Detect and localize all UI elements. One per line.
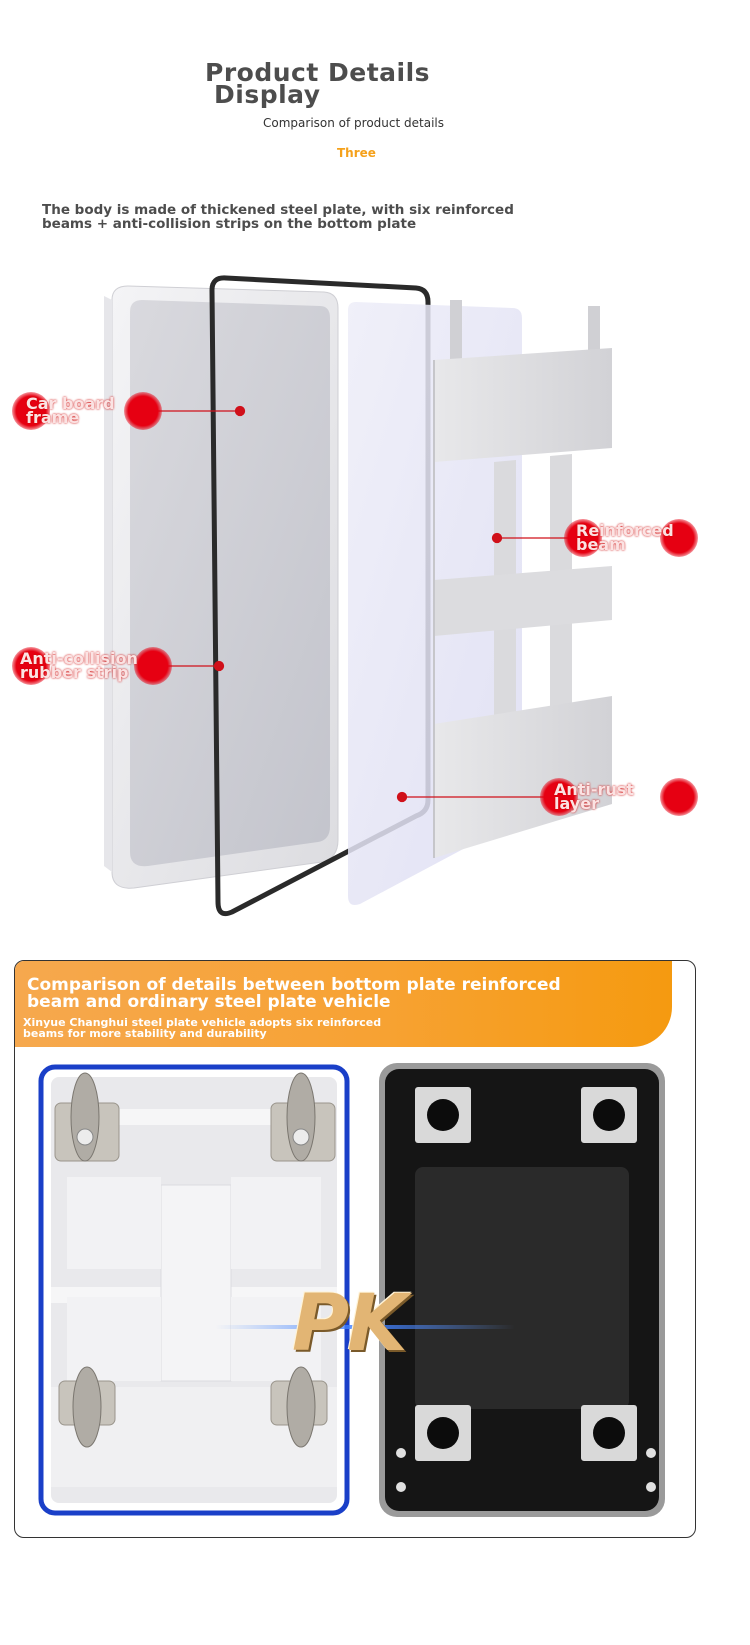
comparison-subtitle: Xinyue Changhui steel plate vehicle adop…	[23, 1016, 382, 1040]
callout-marker-right	[124, 392, 162, 430]
product-description: The body is made of thickened steel plat…	[42, 202, 514, 232]
versus-glow	[215, 1325, 515, 1329]
callout-label: Anti-collision rubber strip	[20, 649, 138, 682]
ordinary-steel-plate-vehicle	[379, 1063, 665, 1517]
comparison-banner: Comparison of details between bottom pla…	[15, 961, 672, 1047]
reinforced-beam-structure	[433, 300, 612, 858]
versus-pk-mark: PK	[292, 1279, 408, 1369]
callout-marker-left	[12, 647, 50, 685]
callout-marker-right	[134, 647, 172, 685]
page-subtitle: Comparison of product details	[263, 116, 444, 130]
section-number: Three	[337, 146, 376, 160]
comparison-title: Comparison of details between bottom pla…	[27, 975, 561, 1012]
callout-label: Reinforced beam	[576, 521, 674, 554]
callout-marker-right	[660, 519, 698, 557]
callout-label: Anti-rust layer	[554, 780, 634, 813]
callout-reinforced-beam: Reinforced beam	[564, 519, 698, 557]
callout-anti-collision-strip: Anti-collision rubber strip	[12, 647, 172, 685]
callout-marker-left	[564, 519, 602, 557]
page-title: Product Details Display	[205, 60, 525, 109]
callout-leaders	[150, 405, 580, 803]
car-board-frame	[104, 285, 339, 889]
callout-marker-left	[12, 392, 50, 430]
reinforced-plate-vehicle	[38, 1064, 350, 1516]
callout-car-board-frame: Car board frame	[12, 392, 162, 430]
callout-anti-rust-layer: Anti-rust layer	[540, 778, 698, 816]
comparison-panel: Comparison of details between bottom pla…	[14, 960, 696, 1538]
page-title-line-2: Display	[214, 80, 321, 109]
callout-marker-left	[540, 778, 578, 816]
callout-marker-right	[660, 778, 698, 816]
exploded-view-illustration	[104, 275, 612, 917]
page-title-line-1: Product Details	[205, 58, 431, 87]
callout-label: Car board frame	[26, 394, 115, 427]
comparison-illustration	[38, 1063, 665, 1517]
